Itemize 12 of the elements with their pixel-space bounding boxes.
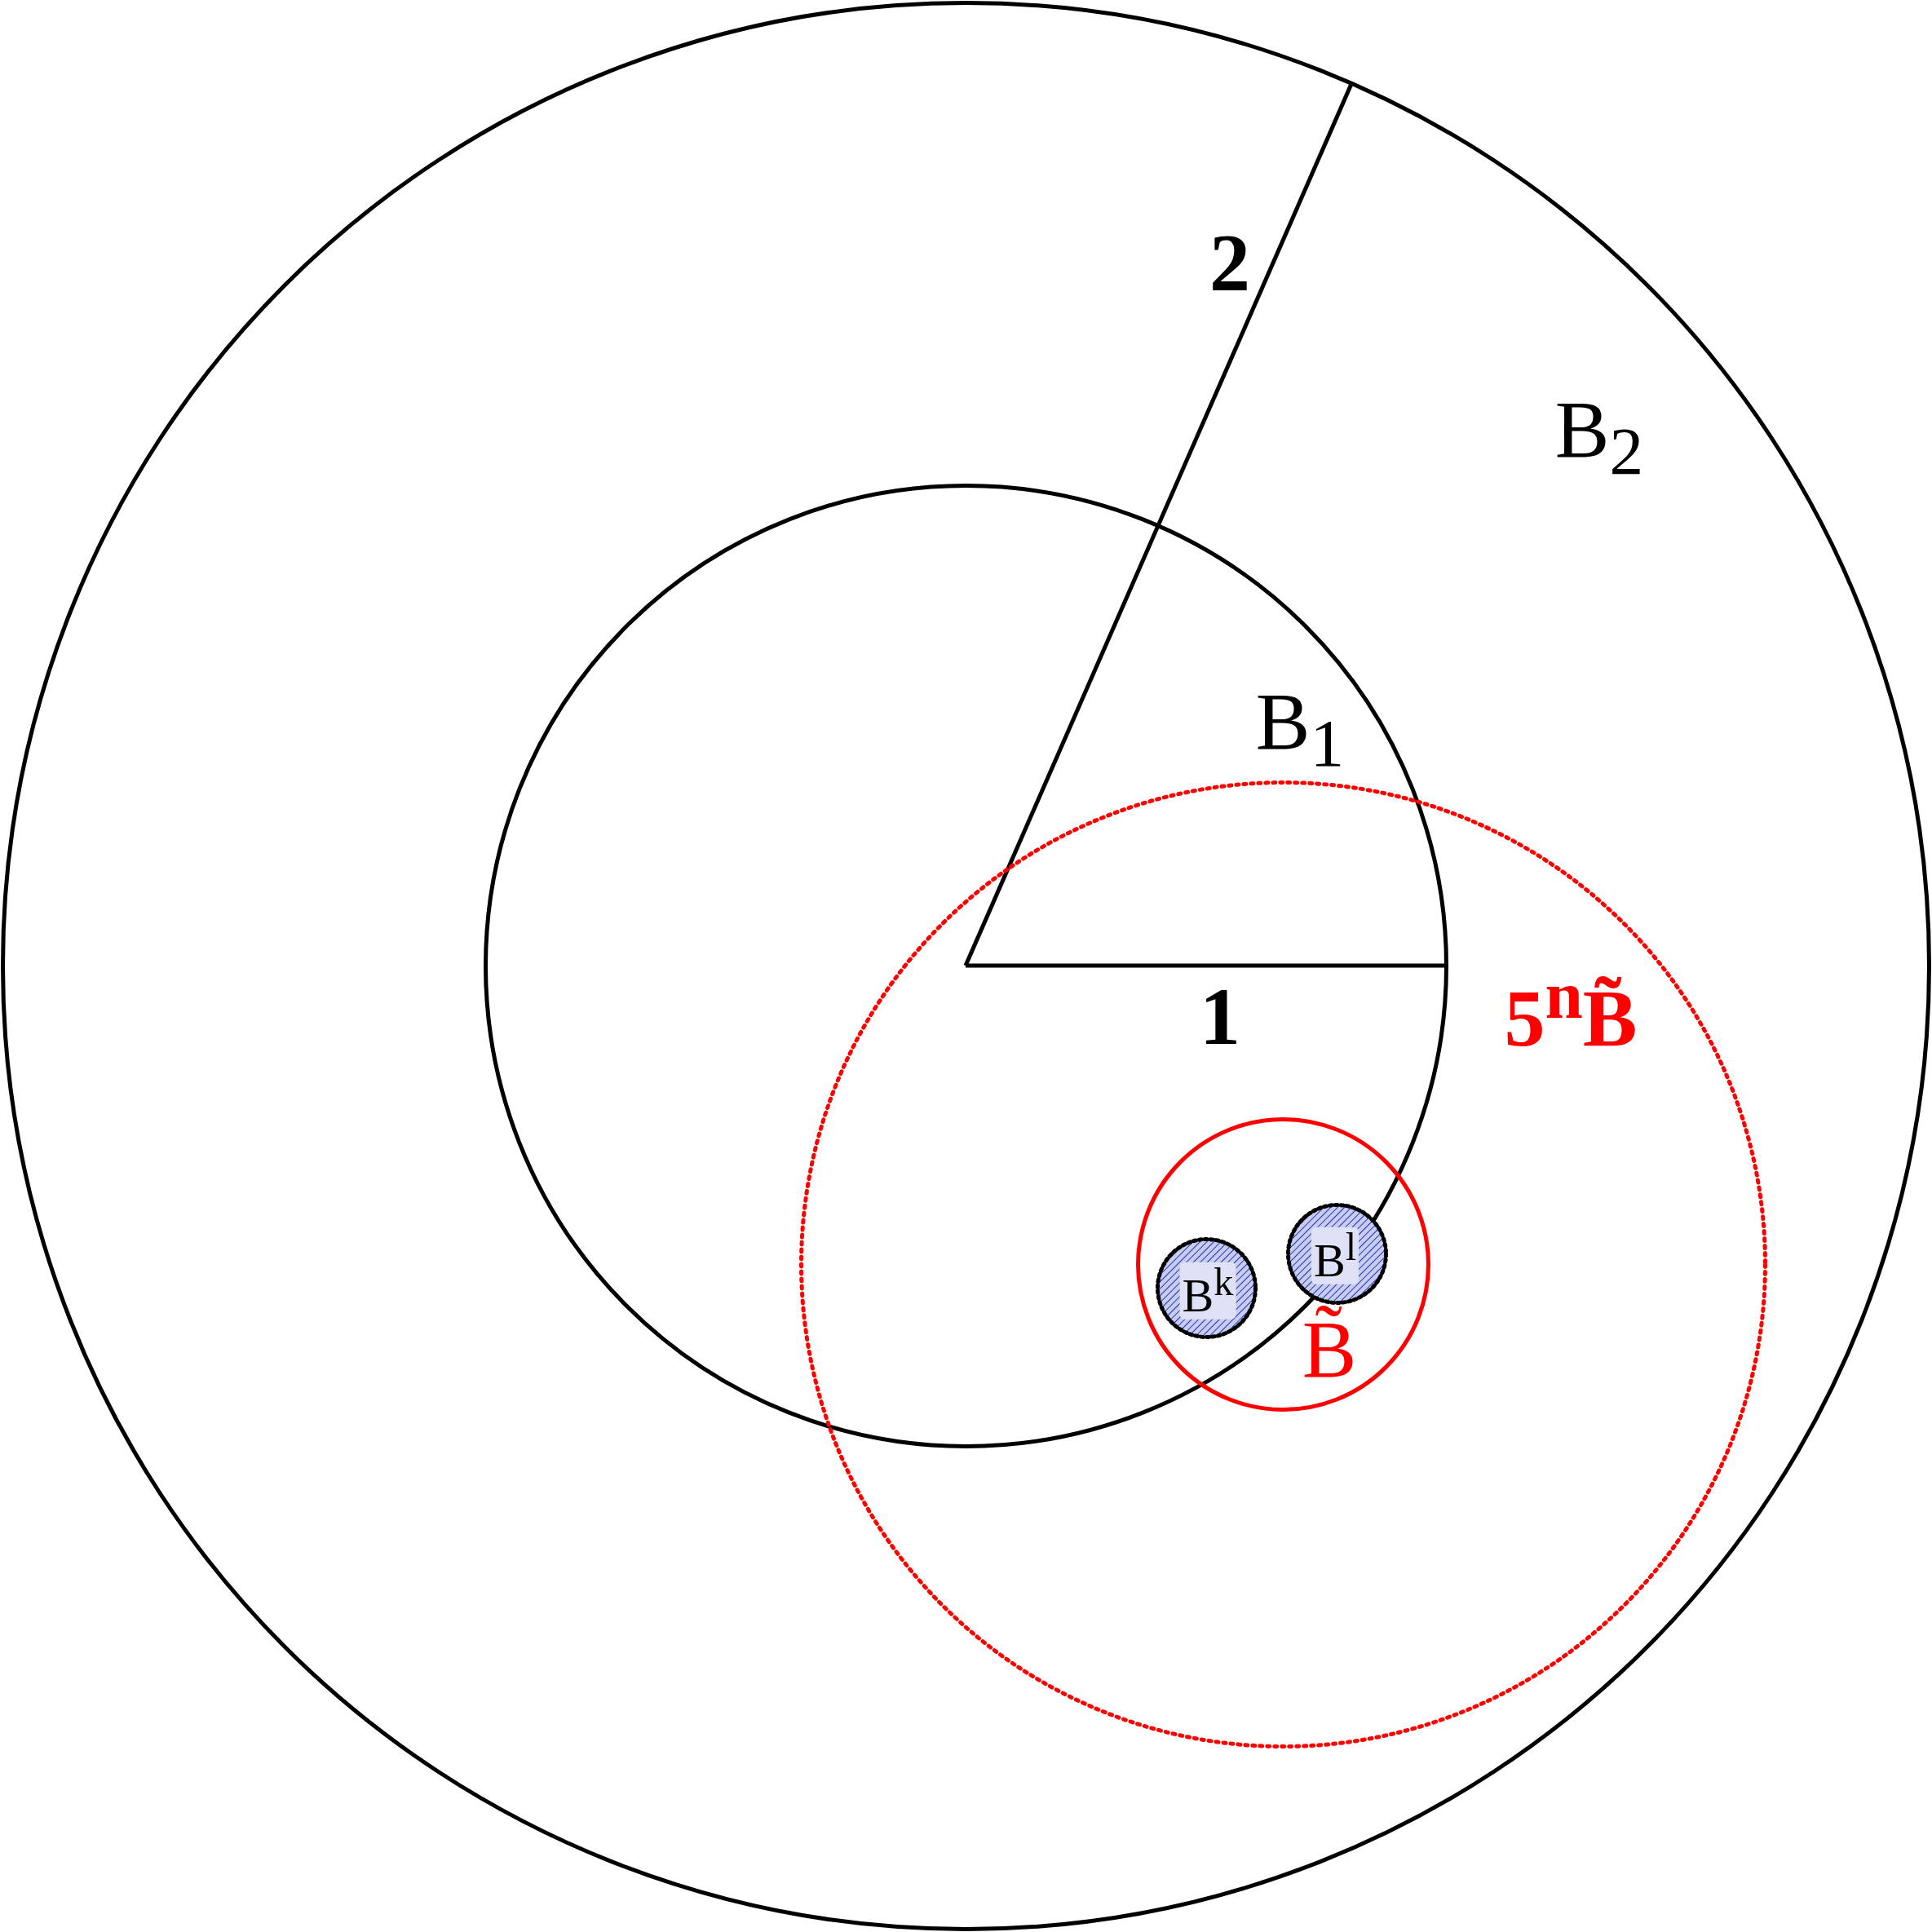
circle-region (1155, 1236, 1258, 1339)
circle-label: B$^{l}$ (1311, 1227, 1359, 1285)
circle-label: B$_{2}$ (1554, 388, 1644, 486)
circle-region (1285, 1202, 1388, 1305)
circle-label: B$^{k}$ (1179, 1262, 1236, 1320)
circle-region (798, 780, 1767, 1749)
circle-region (1135, 1116, 1430, 1412)
circle-region (483, 483, 1448, 1448)
dimension-label: 1 (1200, 976, 1240, 1058)
dimension-label: 2 (1209, 222, 1250, 303)
circle-label: B$_{1}$ (1255, 680, 1345, 778)
circle-label: 5$^{n}$B̃ (1504, 961, 1638, 1060)
